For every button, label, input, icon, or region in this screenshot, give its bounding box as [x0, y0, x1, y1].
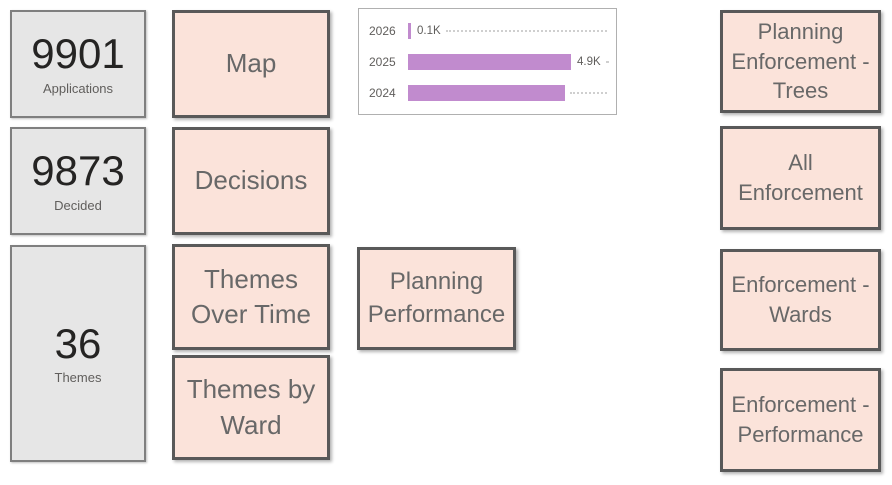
category-axis-label: 2026 — [369, 24, 396, 39]
chart-row-2026: 2026 0.1K — [369, 16, 608, 46]
kpi-card-themes: 36 Themes — [10, 245, 146, 462]
bar-2025[interactable] — [408, 53, 571, 70]
applications-count: 9901 — [31, 30, 125, 78]
category-axis-label: 2025 — [369, 54, 396, 69]
nav-button-planning-enforcement-trees[interactable]: Planning Enforcement - Trees — [720, 10, 881, 113]
data-label-2025: 4.9K — [577, 55, 601, 68]
gridline-dots — [445, 30, 607, 33]
bar-2024[interactable] — [408, 84, 565, 101]
themes-count: 36 — [54, 319, 102, 367]
applications-by-year-bar-chart: 2026 0.1K 2025 4.9K 2024 — [358, 8, 617, 115]
nav-button-enforcement-wards[interactable]: Enforcement - Wards — [720, 249, 881, 351]
nav-button-planning-performance[interactable]: Planning Performance — [357, 247, 516, 350]
themes-label: Themes — [54, 370, 102, 386]
nav-button-themes-by-ward[interactable]: Themes by Ward — [172, 355, 330, 460]
decided-label: Decided — [54, 197, 102, 213]
kpi-card-applications: 9901 Applications — [10, 10, 146, 118]
chart-row-2025: 2025 4.9K — [369, 47, 608, 77]
chart-row-2024: 2024 — [369, 78, 608, 108]
nav-button-all-enforcement[interactable]: All Enforcement — [720, 126, 881, 230]
decided-count: 9873 — [31, 147, 125, 195]
nav-button-enforcement-performance[interactable]: Enforcement - Performance — [720, 368, 881, 472]
gridline-dots — [570, 91, 607, 94]
kpi-card-decided: 9873 Decided — [10, 127, 146, 235]
gridline-dots — [605, 60, 607, 63]
applications-label: Applications — [42, 80, 114, 96]
nav-button-map[interactable]: Map — [172, 10, 330, 118]
nav-button-themes-over-time[interactable]: Themes Over Time — [172, 244, 330, 350]
bar-2026[interactable] — [408, 23, 411, 40]
category-axis-label: 2024 — [369, 85, 396, 100]
nav-button-decisions[interactable]: Decisions — [172, 127, 330, 235]
data-label-2026: 0.1K — [417, 25, 441, 38]
